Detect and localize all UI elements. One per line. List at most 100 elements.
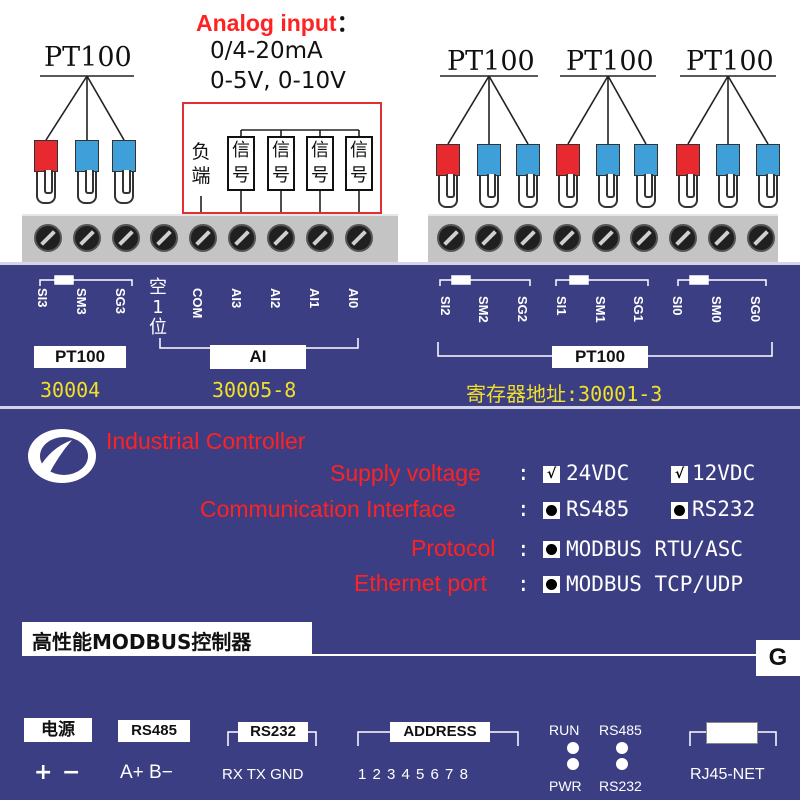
ethernet-value: MODBUS TCP/UDP	[566, 572, 744, 596]
terminal-screw[interactable]	[189, 224, 217, 252]
wire-cap-red	[556, 144, 580, 176]
supply-colon: :	[517, 461, 530, 485]
analog-input-title: Analog input：	[196, 10, 360, 36]
fork-terminal	[518, 174, 538, 208]
rs232-title: RS232	[238, 722, 308, 742]
power-plus: +	[34, 760, 53, 785]
analog-range-voltage: 0-5V, 0-10V	[210, 68, 346, 94]
rs485-title: RS485	[118, 720, 190, 742]
wire-cap-blue	[716, 144, 740, 176]
ethernet-port-label: Ethernet port	[354, 570, 487, 596]
wire-cap-blue	[75, 140, 99, 172]
model-name: 高性能MODBUS控制器	[32, 630, 252, 654]
terminal-screw[interactable]	[34, 224, 62, 252]
ai-group-label: AI	[210, 345, 306, 369]
led-rs232-indicator	[616, 758, 628, 770]
comm-colon: :	[517, 497, 530, 521]
supply-12v-checkbox[interactable]: √	[671, 466, 688, 483]
right-group-label: PT100	[552, 346, 648, 368]
ground-terminal-label: G	[756, 640, 800, 676]
comm-rs232-radio[interactable]	[671, 502, 688, 519]
terminal-screw[interactable]	[553, 224, 581, 252]
wire-cap-blue	[634, 144, 658, 176]
fork-terminal	[114, 170, 134, 204]
power-title: 电源	[24, 718, 92, 742]
comm-rs485-radio[interactable]	[543, 502, 560, 519]
terminal-screw[interactable]	[306, 224, 334, 252]
fork-terminal	[758, 174, 778, 208]
right-register-address: 寄存器地址:30001-3	[466, 382, 663, 406]
model-name-plate	[22, 622, 312, 656]
rs232-pins: RX TX GND	[222, 766, 304, 783]
wire-cap-blue	[756, 144, 780, 176]
left-group-label: PT100	[34, 346, 126, 368]
terminal-screw[interactable]	[669, 224, 697, 252]
led-pwr-indicator	[567, 758, 579, 770]
wire-cap-blue	[516, 144, 540, 176]
led-rs485-indicator	[616, 742, 628, 754]
signal-box-1: 信号	[227, 136, 255, 191]
wire-cap-red	[34, 140, 58, 172]
wire-cap-blue	[596, 144, 620, 176]
terminal-screw[interactable]	[150, 224, 178, 252]
left-register-address: 30004	[40, 378, 101, 402]
negative-terminal-label: 负端	[191, 141, 211, 187]
terminal-screw[interactable]	[437, 224, 465, 252]
signal-box-2: 信号	[267, 136, 295, 191]
right-sensor-title-3: PT100	[686, 46, 774, 77]
terminal-screw[interactable]	[747, 224, 775, 252]
terminal-screw[interactable]	[345, 224, 373, 252]
led-run-label: RUN	[549, 722, 580, 738]
supply-12v-label: 12VDC	[692, 461, 756, 485]
terminal-screw[interactable]	[514, 224, 542, 252]
led-run-indicator	[567, 742, 579, 754]
led-pwr-label: PWR	[549, 778, 582, 794]
protocol-label: Protocol	[411, 535, 496, 561]
comm-rs232-label: RS232	[692, 497, 756, 521]
fork-terminal	[438, 174, 458, 208]
panel-top-edge	[0, 262, 800, 265]
rj45-label: RJ45-NET	[690, 766, 765, 783]
comm-rs485-label: RS485	[566, 497, 630, 521]
signal-box-4: 信号	[345, 136, 373, 191]
protocol-colon: :	[517, 537, 530, 561]
supply-voltage-label: Supply voltage	[330, 460, 481, 486]
ai-register-address: 30005-8	[212, 378, 297, 402]
ethernet-colon: :	[517, 572, 530, 596]
left-sensor-title: PT100	[44, 42, 132, 73]
led-rs485-label: RS485	[599, 722, 642, 738]
fork-terminal	[678, 174, 698, 208]
terminal-screw[interactable]	[112, 224, 140, 252]
terminal-screw[interactable]	[475, 224, 503, 252]
fork-terminal	[479, 174, 499, 208]
terminal-screw[interactable]	[630, 224, 658, 252]
right-sensor-title-1: PT100	[447, 46, 535, 77]
wire-cap-red	[676, 144, 700, 176]
protocol-radio[interactable]	[543, 541, 560, 558]
model-line	[312, 654, 756, 656]
controller-panel	[0, 262, 800, 800]
ethernet-radio[interactable]	[543, 576, 560, 593]
fork-terminal	[558, 174, 578, 208]
right-sensor-title-2: PT100	[566, 46, 654, 77]
supply-24v-label: 24VDC	[566, 461, 630, 485]
comm-interface-label: Communication Interface	[200, 496, 456, 522]
analog-input-box	[182, 102, 382, 214]
terminal-screw[interactable]	[73, 224, 101, 252]
wire-cap-red	[436, 144, 460, 176]
signal-box-3: 信号	[306, 136, 334, 191]
terminal-screw[interactable]	[708, 224, 736, 252]
protocol-value: MODBUS RTU/ASC	[566, 537, 744, 561]
terminal-screw[interactable]	[228, 224, 256, 252]
address-title: ADDRESS	[390, 722, 490, 742]
terminal-screw[interactable]	[592, 224, 620, 252]
fork-terminal	[77, 170, 97, 204]
rj45-port-icon[interactable]	[706, 722, 758, 744]
led-rs232-label: RS232	[599, 778, 642, 794]
fork-terminal	[636, 174, 656, 208]
terminal-screw[interactable]	[267, 224, 295, 252]
supply-24v-checkbox[interactable]: √	[543, 466, 560, 483]
analog-range-current: 0/4-20mA	[210, 38, 323, 64]
company-logo-icon	[28, 429, 96, 483]
